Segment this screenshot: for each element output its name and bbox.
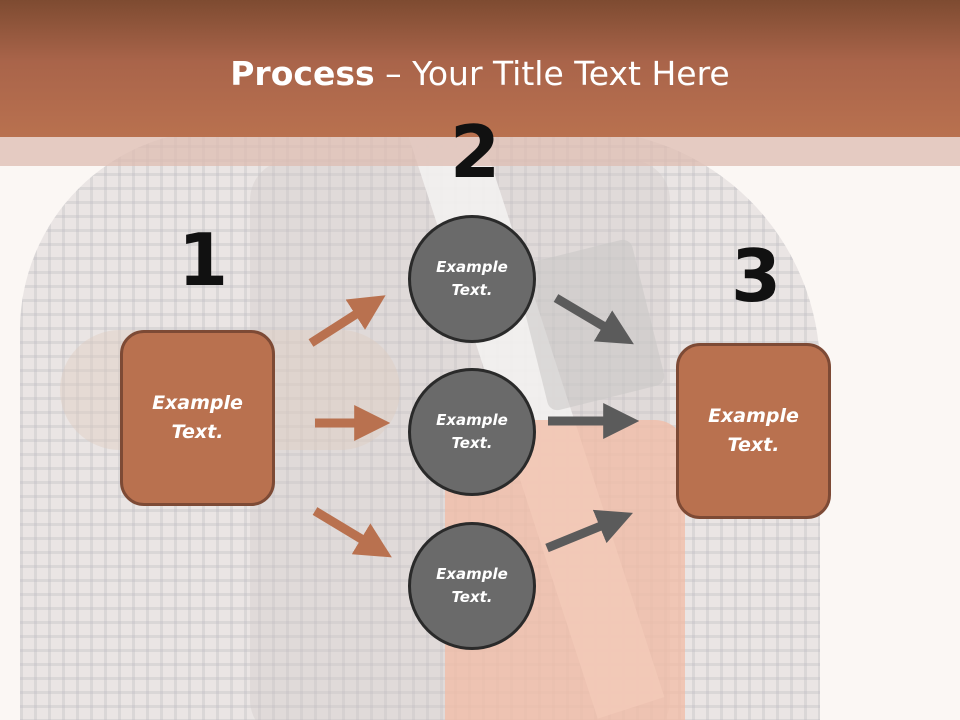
circle-top-text: Example Text. xyxy=(436,258,508,299)
step-box-right[interactable]: Example Text. xyxy=(676,343,831,519)
circle-middle-text: Example Text. xyxy=(436,411,508,452)
arrow-box1-to-circle-bottom xyxy=(312,507,392,558)
circle-top[interactable]: Example Text. xyxy=(408,215,536,343)
step-number-1: 1 xyxy=(178,218,229,302)
slide-title: Process – Your Title Text Here xyxy=(0,52,960,96)
arrow-circle-top-to-box3 xyxy=(553,294,634,345)
circle-middle[interactable]: Example Text. xyxy=(408,368,536,496)
step-box-left-text: Example Text. xyxy=(152,392,243,443)
circle-bottom-text: Example Text. xyxy=(436,565,508,606)
step-number-2: 2 xyxy=(450,110,501,194)
title-rest: – Your Title Text Here xyxy=(374,54,730,93)
arrow-circle-bottom-to-box3 xyxy=(545,509,633,553)
circle-bottom[interactable]: Example Text. xyxy=(408,522,536,650)
arrow-box1-to-circle-top xyxy=(308,295,386,347)
step-number-3: 3 xyxy=(731,234,782,318)
title-bold: Process xyxy=(230,54,375,93)
step-box-left[interactable]: Example Text. xyxy=(120,330,275,506)
title-bar-strip xyxy=(0,137,960,166)
step-box-right-text: Example Text. xyxy=(708,405,799,456)
title-bar xyxy=(0,0,960,137)
